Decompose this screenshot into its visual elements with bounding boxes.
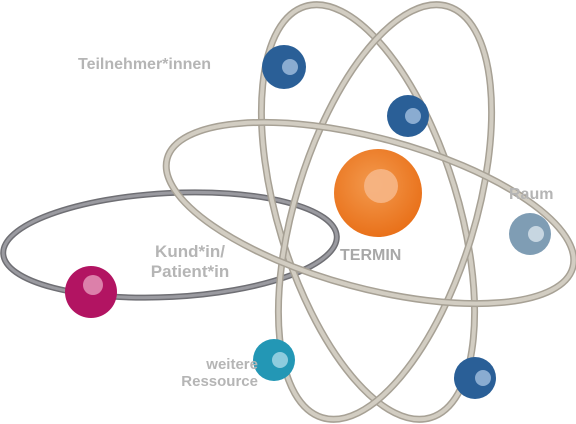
upper-electron xyxy=(387,95,429,137)
orbit-tilted-right xyxy=(274,1,496,423)
participants-node xyxy=(262,45,306,89)
customer-node xyxy=(65,266,117,318)
customer-label: Kund*in/ Patient*in xyxy=(120,242,260,281)
customer-label-line1: Kund*in/ xyxy=(155,242,225,261)
participants-label: Teilnehmer*innen xyxy=(78,56,212,73)
appointment-label: TERMIN xyxy=(340,247,402,264)
resource-node xyxy=(253,339,295,381)
room-node xyxy=(509,213,551,255)
customer-label-line2: Patient*in xyxy=(150,261,230,281)
orbit-horizontal xyxy=(162,118,576,308)
orbit-tilted-left xyxy=(257,1,479,423)
resource-label-line1: weitere xyxy=(206,356,258,373)
lower-electron xyxy=(454,357,496,399)
resource-label-line2: Ressource xyxy=(181,373,258,391)
appointment-nucleus xyxy=(334,149,422,237)
customer-orbit xyxy=(0,189,340,301)
resource-label: weitere Ressource xyxy=(160,356,258,391)
room-label: Raum xyxy=(509,186,554,203)
